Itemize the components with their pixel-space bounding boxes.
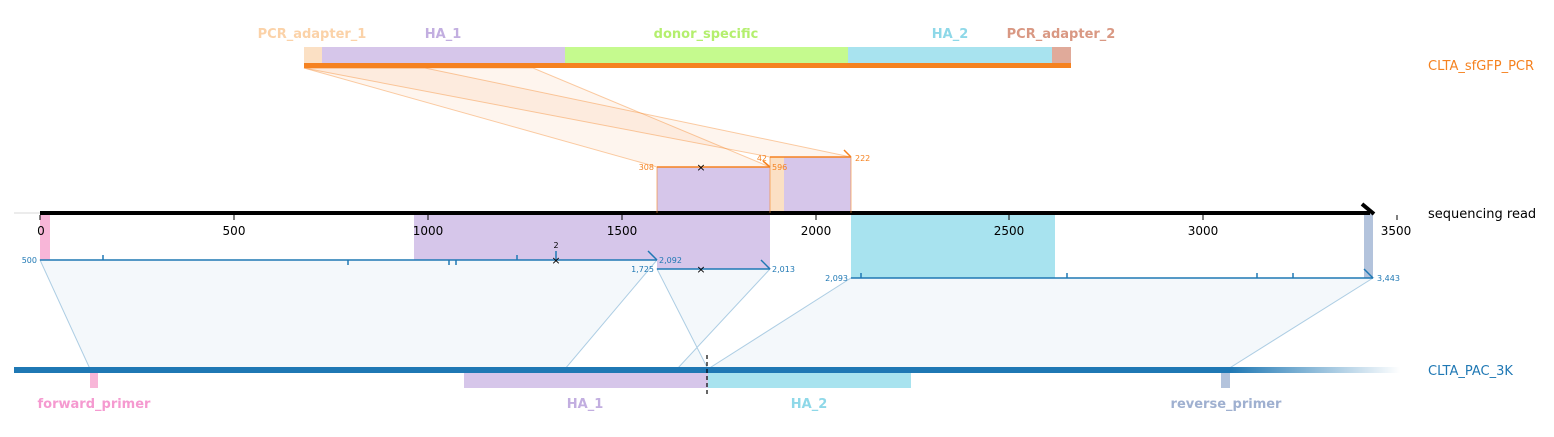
genome-reference-name: CLTA_PAC_3K (1428, 364, 1513, 379)
read-tick-label: 0 (37, 224, 45, 238)
read-tick-label: 1000 (413, 224, 444, 238)
read-shade-adapter-upper (770, 157, 784, 213)
read-shade-forward-primer (40, 214, 50, 260)
ref-alignments-on-read: × 2 500 2,092 × 1,725 2,013 2,093 3,443 (22, 241, 1400, 283)
pcr-feature-ha-2 (848, 47, 1052, 65)
ref-alignment-connectors (39, 259, 1375, 370)
ref-alignment-1-arrowhead (647, 250, 658, 261)
read-feature-shading (40, 157, 1373, 278)
read-ticks: 0 500 1000 1500 2000 2500 3000 3500 (37, 215, 1411, 238)
genome-feature-ha-1 (464, 373, 708, 388)
pcr-label-donor-specific: donor_specific (654, 27, 759, 42)
ref-alignment-3-arrowhead (1363, 268, 1374, 279)
read-tick-label: 1500 (607, 224, 638, 238)
read-tick-label: 2000 (801, 224, 832, 238)
read-tick-label: 500 (223, 224, 246, 238)
pcr-reference-name: CLTA_sfGFP_PCR (1428, 59, 1534, 74)
read-direction-arrowhead (1360, 202, 1376, 216)
mismatch-x-icon: × (696, 161, 705, 174)
read-shade-ha-1-lower-2 (657, 214, 770, 269)
indel-count-label: 2 (553, 241, 558, 250)
ref-connector-1 (39, 259, 659, 370)
ref-alignment-1-indel-ticks (102, 251, 557, 265)
pcr-label-pcr-adapter-2: PCR_adapter_2 (1007, 27, 1116, 42)
read-shade-ha-1-upper-2 (784, 157, 851, 213)
ref-alignment-2-arrowhead (760, 259, 771, 270)
pcr-feature-pcr-adapter-1 (304, 47, 322, 65)
genome-reference-bar (14, 367, 1230, 373)
genome-feature-ha-2 (708, 373, 911, 388)
pcr-feature-pcr-adapter-2 (1052, 47, 1071, 65)
read-tick-label: 2500 (994, 224, 1025, 238)
pcr-reference-bar (304, 63, 1071, 68)
pcr-alignment-1-arrowhead (762, 160, 771, 168)
read-tick-label: 3000 (1188, 224, 1219, 238)
pcr-a1-start-label: 308 (639, 163, 654, 172)
ref-a1-start-label: 500 (22, 256, 37, 265)
pcr-label-ha-1: HA_1 (425, 27, 462, 42)
ref-a2-start-label: 1,725 (631, 265, 654, 274)
ref-a2-end-label: 2,013 (772, 265, 795, 274)
pcr-a2-start-label: 42 (757, 154, 767, 163)
pcr-connector-1 (303, 67, 771, 168)
pcr-alignment-connectors (303, 67, 852, 168)
read-shade-reverse-primer (1364, 214, 1373, 278)
pcr-feature-ha-1 (322, 47, 565, 65)
pcr-a2-end-label: 222 (855, 154, 870, 163)
pcr-reference-track: PCR_adapter_1 HA_1 donor_specific HA_2 P… (258, 27, 1534, 74)
ref-connector-3 (706, 277, 1375, 370)
mismatch-x-icon: × (696, 263, 705, 276)
read-name: sequencing read (1428, 207, 1536, 222)
mismatch-x-icon: × (551, 254, 560, 267)
read-tick-label: 3500 (1381, 224, 1412, 238)
ref-a1-end-label: 2,092 (659, 256, 682, 265)
genome-feature-forward-primer (90, 373, 98, 388)
genome-label-forward-primer: forward_primer (38, 397, 152, 412)
pcr-feature-donor-specific (565, 47, 848, 65)
pcr-label-ha-2: HA_2 (932, 27, 969, 42)
ref-a3-end-label: 3,443 (1377, 274, 1400, 283)
pcr-a1-end-label: 596 (772, 163, 787, 172)
genome-label-reverse-primer: reverse_primer (1171, 397, 1283, 412)
read-shade-ha-2-lower (851, 214, 1055, 278)
read-shade-ha-1-lower (414, 214, 657, 260)
pcr-label-pcr-adapter-1: PCR_adapter_1 (258, 27, 367, 42)
genome-label-ha-2: HA_2 (791, 397, 828, 412)
sequencing-read-axis: 0 500 1000 1500 2000 2500 3000 3500 sequ… (14, 202, 1536, 238)
ref-alignment-3-indel-ticks (860, 273, 1294, 278)
genome-feature-reverse-primer (1221, 373, 1230, 388)
read-shade-ha-1-upper (657, 167, 770, 213)
pcr-alignments-on-read: × 308 596 42 222 (639, 149, 870, 213)
pcr-alignment-2-arrowhead (843, 149, 852, 158)
genome-reference-bar-fade (1230, 367, 1400, 373)
read-axis-bar (40, 211, 1370, 215)
genome-reference-track: forward_primer HA_1 HA_2 reverse_primer … (14, 355, 1513, 412)
ref-a3-start-label: 2,093 (825, 274, 848, 283)
genome-label-ha-1: HA_1 (567, 397, 604, 412)
